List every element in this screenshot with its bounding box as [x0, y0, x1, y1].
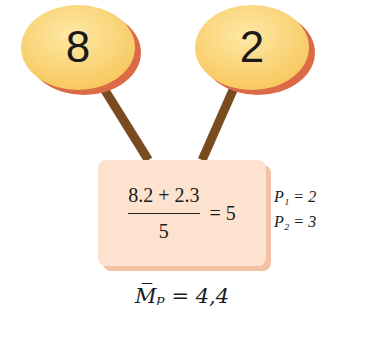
node-value: 8 — [66, 22, 90, 72]
fraction-bar — [128, 213, 199, 214]
weight-label: P₁ = 2 — [274, 188, 316, 206]
result: = 5 — [210, 202, 236, 225]
node-value: 2 — [240, 22, 264, 72]
fraction: 8.2 + 2.3 5 — [128, 184, 199, 243]
weight-label: P₂ = 3 — [274, 213, 316, 231]
denominator: 5 — [159, 220, 169, 243]
branch-stem — [202, 87, 234, 160]
numerator: 8.2 + 2.3 — [128, 184, 199, 207]
mean-label: M̅ₚ = 4,4 — [135, 284, 229, 308]
ellipse-face — [21, 5, 135, 90]
ellipse-face — [195, 5, 309, 90]
formula-box: 8.2 + 2.3 5 = 5 — [98, 160, 266, 266]
value-ellipse: 2 — [195, 5, 309, 90]
value-ellipse: 8 — [21, 5, 135, 90]
branch-stem — [102, 86, 148, 160]
